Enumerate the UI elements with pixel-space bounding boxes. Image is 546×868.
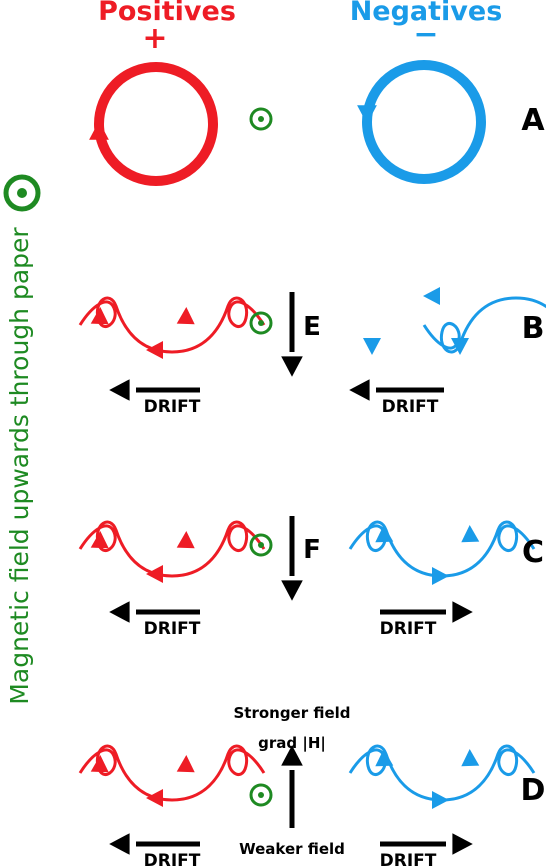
negative-gyration-orbit	[357, 60, 486, 184]
positive-sign: +	[142, 21, 167, 56]
drift-arrow-icon	[109, 833, 200, 855]
field-label-f: F	[303, 535, 321, 565]
field-out-of-page-icon	[249, 311, 273, 335]
drift-label: DRIFT	[144, 619, 201, 639]
row-label-b: B	[522, 311, 545, 346]
positive-drift-path	[78, 520, 266, 583]
positives-title: Positives	[98, 0, 236, 27]
drift-arrow-icon	[349, 379, 444, 401]
field-out-of-page-icon	[249, 107, 273, 131]
row-b: E B DRIFT DRIFT	[78, 287, 546, 417]
positive-drift-path	[78, 744, 266, 807]
weaker-field-label: Weaker field	[239, 840, 345, 858]
electric-field-arrow	[281, 292, 303, 377]
negatives-title: Negatives	[350, 0, 503, 27]
negative-drift-path	[348, 520, 536, 585]
drift-arrow-icon	[380, 833, 473, 855]
field-label-e: E	[303, 312, 321, 342]
positive-drift-path	[78, 296, 266, 359]
negative-drift-path	[348, 744, 536, 809]
row-label-c: C	[522, 535, 544, 570]
side-label: Magnetic field upwards through paper	[5, 227, 34, 705]
row-c: F C DRIFT DRIFT	[78, 516, 544, 639]
drift-label: DRIFT	[144, 851, 201, 868]
row-label-a: A	[521, 103, 545, 138]
negative-drift-path	[363, 287, 546, 355]
row-d: Stronger field grad |H| Weaker field D	[78, 704, 546, 868]
drift-arrow-icon	[109, 379, 200, 401]
drift-label: DRIFT	[380, 619, 437, 639]
drift-arrow-icon	[109, 601, 200, 623]
negative-sign: −	[413, 17, 438, 52]
gradient-label: grad |H|	[258, 734, 326, 753]
field-out-of-page-icon	[3, 174, 41, 212]
row-label-d: D	[521, 773, 546, 808]
drift-label: DRIFT	[382, 397, 439, 417]
drift-label: DRIFT	[144, 397, 201, 417]
field-out-of-page-icon	[249, 533, 273, 557]
row-a: A	[89, 60, 545, 186]
positive-gyration-orbit	[89, 62, 218, 186]
field-out-of-page-icon	[249, 783, 273, 807]
drift-arrow-icon	[380, 601, 473, 623]
drift-label: DRIFT	[380, 851, 437, 868]
force-arrow	[281, 516, 303, 601]
gradient-arrow	[281, 745, 303, 828]
stronger-field-label: Stronger field	[233, 704, 350, 722]
